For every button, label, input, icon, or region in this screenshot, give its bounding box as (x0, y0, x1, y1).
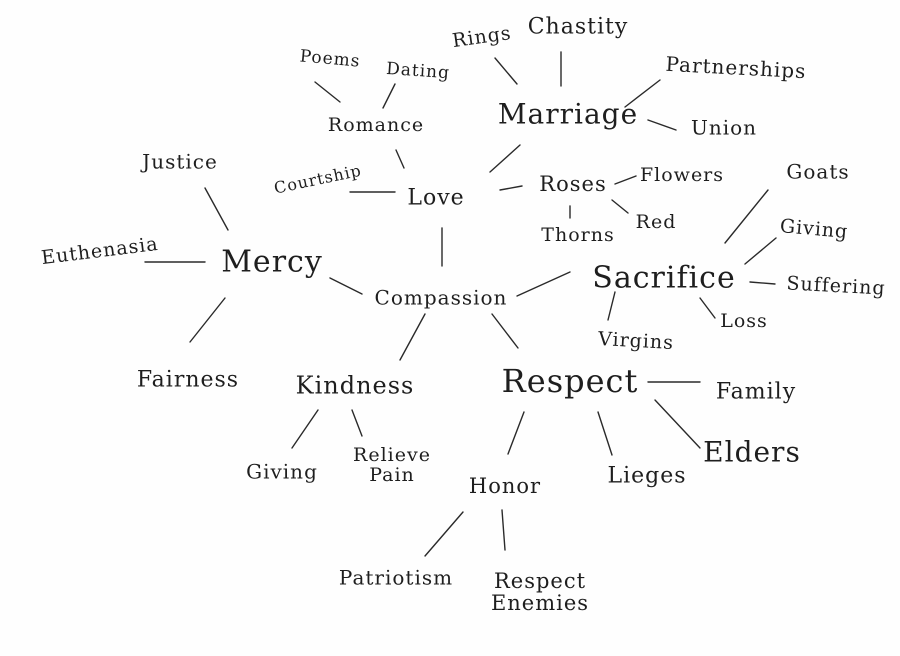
connector-compassion-kindness (399, 313, 426, 361)
node-loss: Loss (720, 310, 768, 333)
node-romance: Romance (327, 114, 425, 137)
node-kindness: Kindness (295, 371, 415, 400)
connector-kindness-relieve-pain (351, 409, 363, 437)
node-love: Love (407, 185, 465, 211)
connector-goats-sacrifice (724, 189, 769, 244)
node-thorns: Thorns (541, 224, 615, 247)
node-mercy: Mercy (221, 244, 323, 280)
connector-suffering-sacrifice (749, 281, 776, 285)
node-flowers: Flowers (639, 164, 725, 187)
connector-mercy-compassion (329, 277, 363, 295)
connector-respect-lieges (597, 411, 613, 456)
connector-respect-elders (654, 399, 701, 449)
node-virgins: Virgins (597, 328, 675, 355)
connector-union-marriage (647, 119, 677, 131)
connector-honor-patriotism (424, 511, 464, 557)
connector-justice-mercy (204, 187, 229, 231)
node-red: Red (635, 211, 677, 234)
node-sacrifice: Sacrifice (592, 260, 736, 296)
connector-roses-flowers (614, 175, 637, 185)
connector-fairness-mercy (189, 297, 226, 343)
node-chastity: Chastity (527, 14, 629, 40)
connector-dating-romance (382, 83, 396, 109)
connector-respect-honor (507, 411, 525, 455)
node-marriage: Marriage (497, 97, 639, 131)
node-justice: Justice (142, 149, 218, 174)
node-family: Family (715, 379, 797, 405)
connector-giving-sacrifice (744, 237, 777, 265)
connector-honor-respect-enemies (501, 509, 506, 551)
node-respect-enemies: Respect Enemies (490, 568, 590, 615)
connector-kindness-giving (291, 409, 319, 449)
node-honor: Honor (468, 473, 542, 498)
connector-compassion-respect (491, 313, 519, 349)
node-respect: Respect (501, 362, 639, 401)
node-patriotism: Patriotism (338, 565, 454, 590)
node-goats: Goats (786, 159, 850, 184)
connector-compassion-sacrifice (516, 271, 571, 297)
node-relieve-pain: Relieve Pain (353, 444, 431, 486)
node-elders: Elders (703, 435, 801, 469)
node-union: Union (690, 115, 758, 140)
connector-virgins-sacrifice (607, 291, 616, 321)
connector-romance-love (395, 149, 405, 169)
node-giving-kindness: Giving (246, 459, 318, 484)
connector-love-roses (499, 185, 523, 191)
connector-roses-red (611, 199, 629, 214)
connector-partnerships-marriage (624, 79, 661, 108)
node-compassion: Compassion (374, 285, 508, 310)
node-lieges: Lieges (607, 463, 687, 489)
connector-loss-sacrifice (699, 297, 716, 319)
connector-poems-romance (314, 81, 341, 103)
connector-love-marriage (489, 144, 521, 173)
node-roses: Roses (539, 171, 607, 196)
node-fairness: Fairness (136, 367, 240, 393)
connector-rings-marriage (494, 57, 518, 85)
